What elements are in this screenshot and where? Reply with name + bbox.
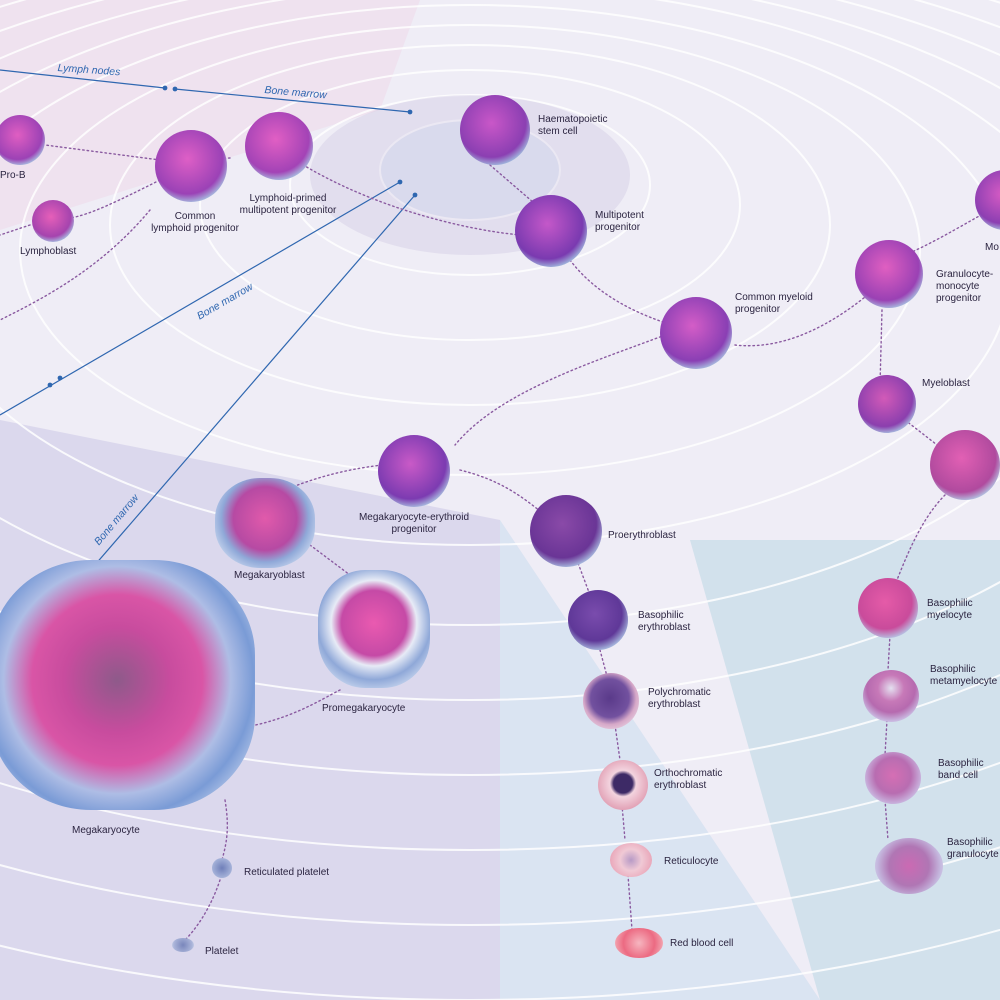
rbc-cell xyxy=(615,928,663,958)
mpp-cell xyxy=(515,195,587,267)
lmpp-cell xyxy=(245,112,313,180)
label-ortho-erythroblast: Orthochromatic erythroblast xyxy=(654,768,723,791)
label-myeloblast: Myeloblast xyxy=(922,378,970,389)
label-rbc: Red blood cell xyxy=(670,938,734,949)
label-baso-myelocyte: Basophilic myelocyte xyxy=(927,598,973,621)
label-lymphoblast: Lymphoblast xyxy=(20,246,77,257)
label-mono: Mo xyxy=(985,242,999,253)
label-poly-erythroblast: Polychromatic erythroblast xyxy=(648,687,711,710)
lymphoblast-cell xyxy=(32,200,74,242)
label-lmpp: Lymphoid-primed multipotent progenitor xyxy=(239,193,337,216)
label-proerythroblast: Proerythroblast xyxy=(608,530,676,541)
gmp-cell xyxy=(855,240,923,308)
label-prob: Pro-B xyxy=(0,170,26,181)
label-reticulated-platelet: Reticulated platelet xyxy=(244,867,330,878)
label-baso-metamyelocyte: Basophilic metamyelocyte xyxy=(930,664,998,687)
promegakaryocyte-cell xyxy=(318,570,430,688)
megakaryoblast-cell xyxy=(215,478,315,568)
baso-band-cell xyxy=(865,752,921,804)
hsc-cell xyxy=(460,95,530,165)
baso-erythroblast-cell xyxy=(568,590,628,650)
label-mpp: Multipotent progenitor xyxy=(595,210,644,233)
prob-cell xyxy=(0,115,45,165)
ortho-erythroblast-cell xyxy=(598,760,648,810)
label-baso-granulocyte: Basophilic granulocyte xyxy=(947,837,999,860)
baso-metamyelocyte-cell xyxy=(863,670,919,722)
baso-granulocyte-cell xyxy=(875,838,943,894)
label-platelet: Platelet xyxy=(205,946,239,957)
myeloblast-cell xyxy=(858,375,916,433)
lineage-paths xyxy=(0,144,1000,941)
clp-cell xyxy=(155,130,227,202)
label-megakaryoblast: Megakaryoblast xyxy=(234,570,305,581)
poly-erythroblast-cell xyxy=(583,673,639,729)
label-reticulocyte: Reticulocyte xyxy=(664,856,719,867)
cmp-cell xyxy=(660,297,732,369)
megakaryocyte-cell xyxy=(0,560,255,810)
baso-myelocyte-cell xyxy=(858,578,918,638)
proerythroblast-cell xyxy=(530,495,602,567)
label-hsc: Haematopoietic stem cell xyxy=(538,114,608,137)
platelet-cell xyxy=(172,938,194,952)
label-clp: Common lymphoid progenitor xyxy=(151,211,239,234)
label-baso-erythroblast: Basophilic erythroblast xyxy=(638,610,691,633)
label-cmp: Common myeloid progenitor xyxy=(735,292,813,315)
reticulated-platelet-cell xyxy=(212,858,232,878)
promyelocyte-cell xyxy=(930,430,1000,500)
reticulocyte-cell xyxy=(610,843,652,877)
lymphoid-wedge xyxy=(0,0,420,230)
label-megakaryocyte: Megakaryocyte xyxy=(72,825,140,836)
label-baso-band: Basophilic band cell xyxy=(938,758,984,781)
label-gmp: Granulocyte- monocyte progenitor xyxy=(936,269,994,304)
label-mep: Megakaryocyte-erythroid progenitor xyxy=(358,512,470,535)
label-promegakaryocyte: Promegakaryocyte xyxy=(322,703,406,714)
mep-cell xyxy=(378,435,450,507)
